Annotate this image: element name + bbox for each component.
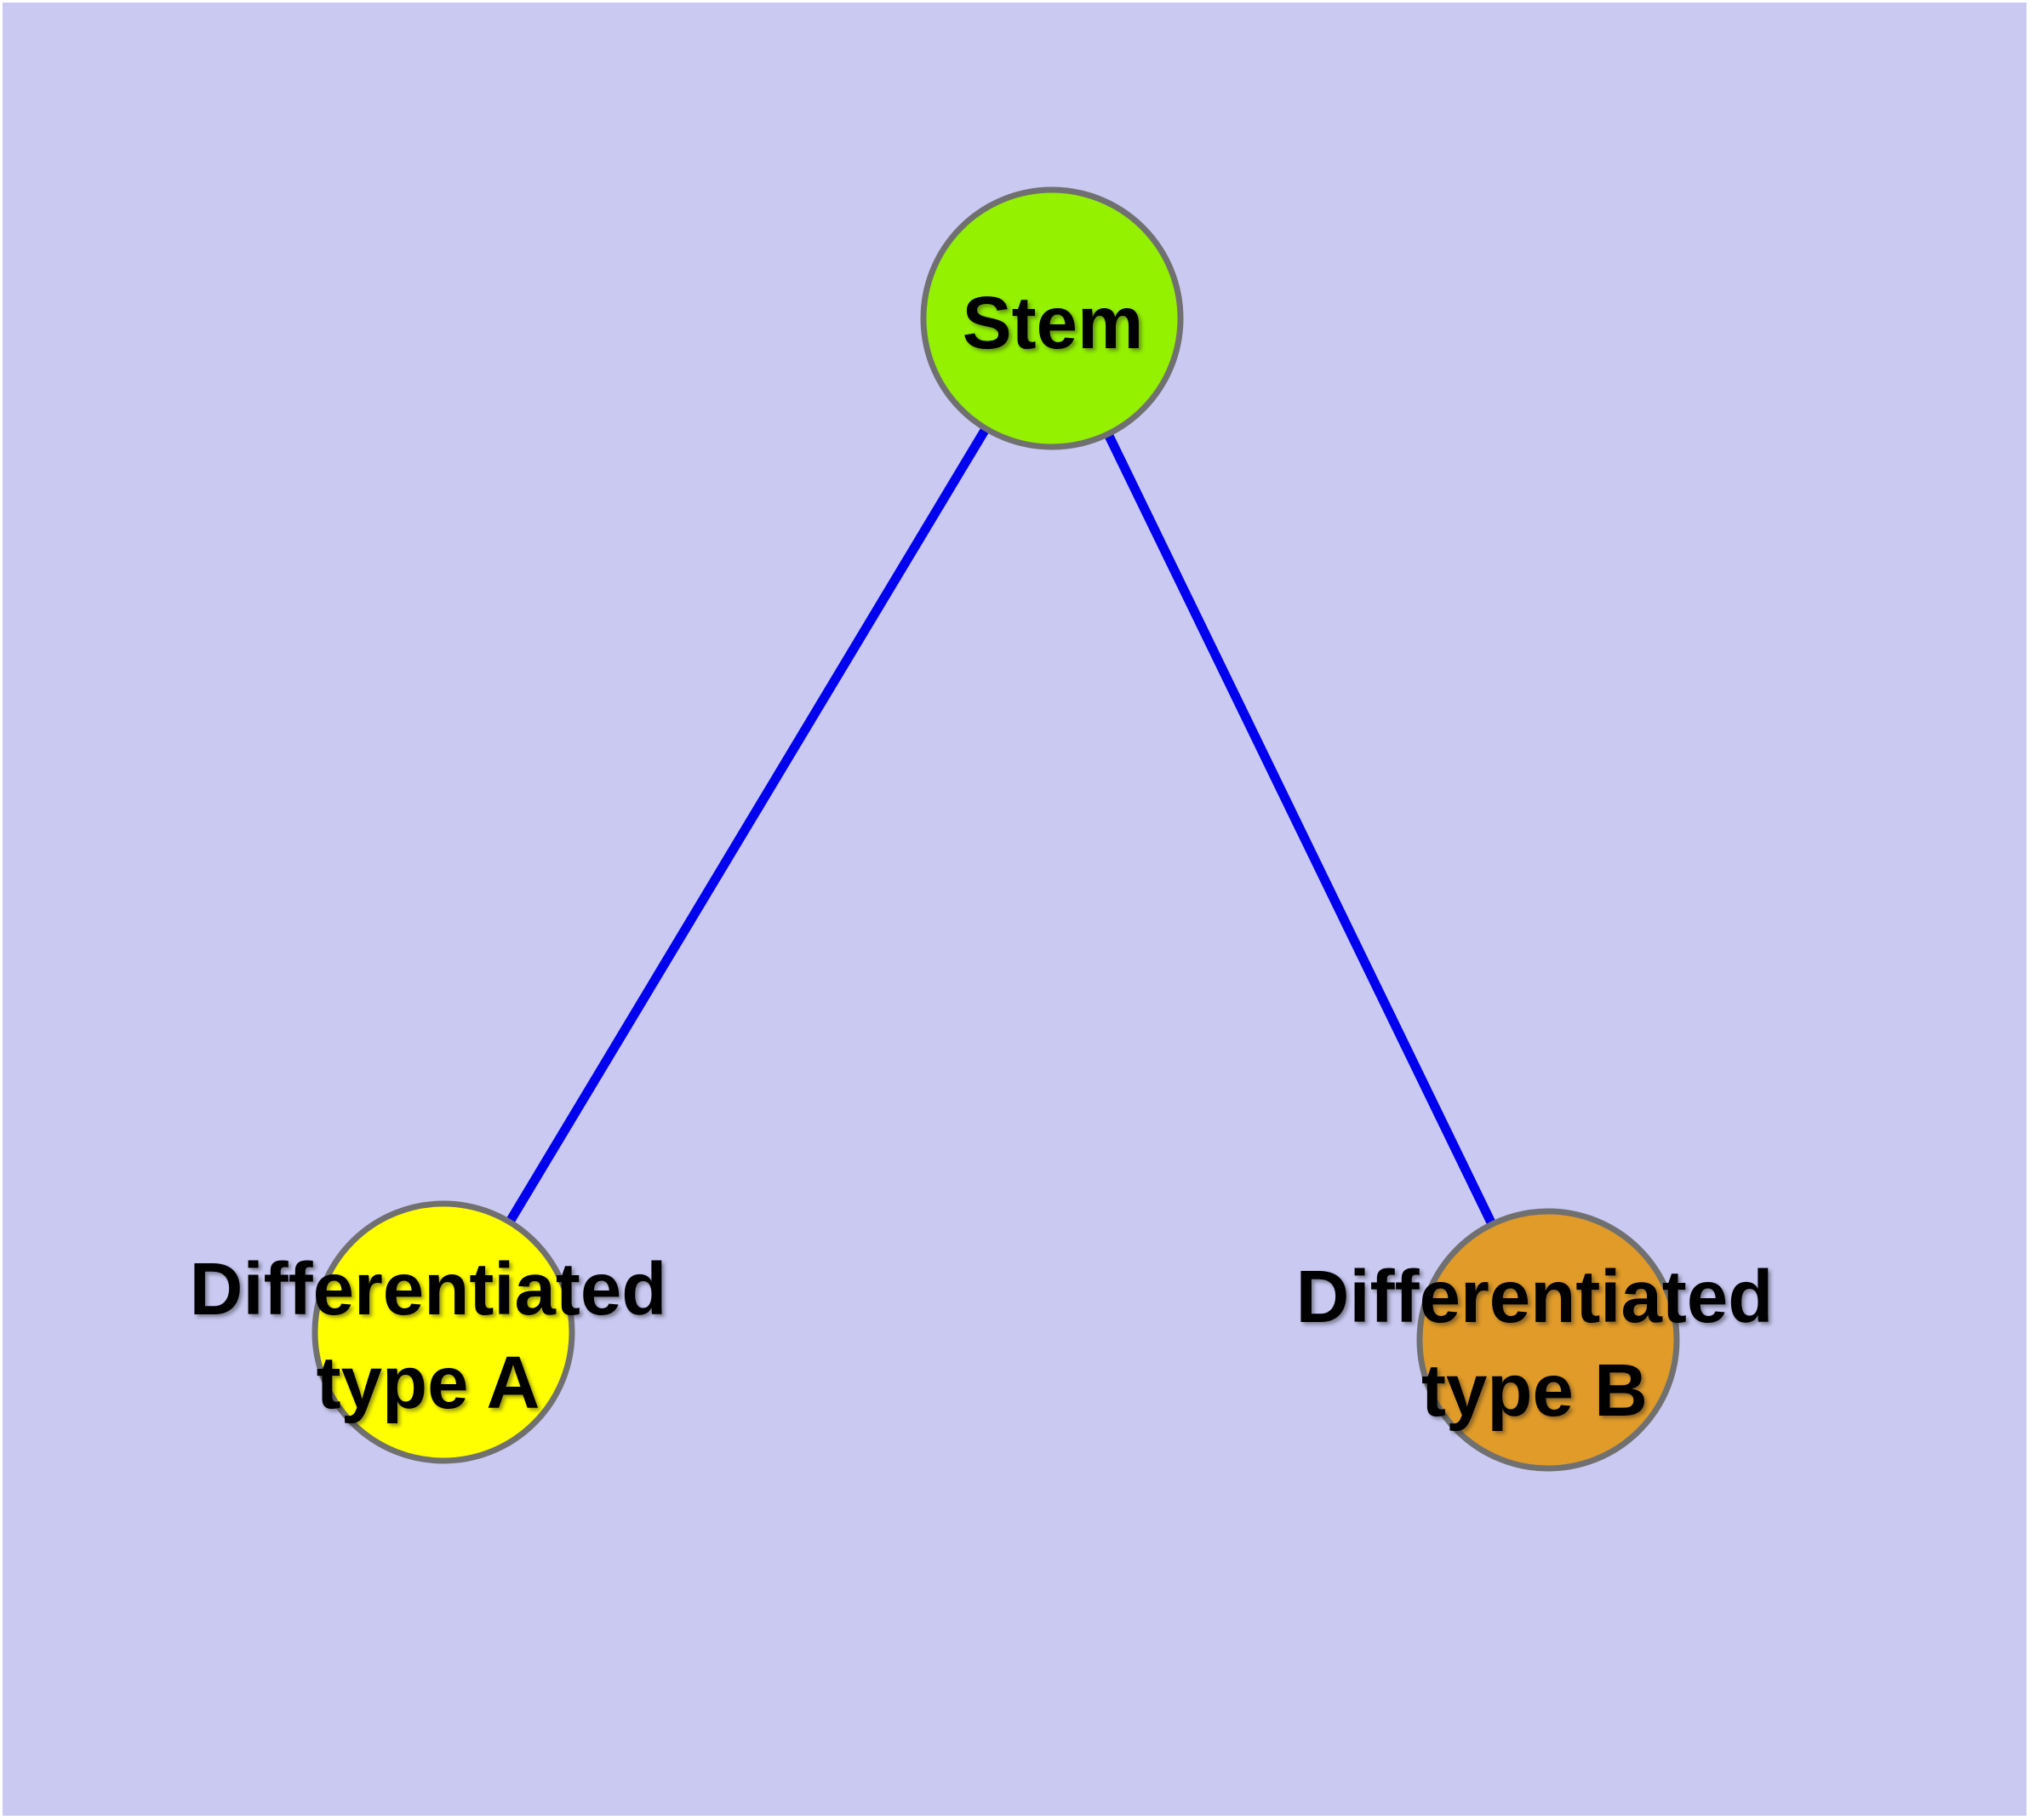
graph-svg xyxy=(311,186,1680,1472)
stem-cell-differentiation-diagram: Stem Differentiated type A Differentiate… xyxy=(3,3,2026,1816)
node-type-b-circle xyxy=(1416,1208,1680,1472)
node-stem-label-text: Stem xyxy=(962,282,1144,364)
node-type-b-label-line2: type B xyxy=(1421,1349,1648,1432)
node-stem-label: Stem xyxy=(963,277,1144,370)
node-stem-circle xyxy=(920,186,1184,450)
edge-stem-to-type-a xyxy=(439,316,1056,1335)
node-type-a-label-line1: Differentiated xyxy=(189,1248,667,1331)
node-type-b-label: Differentiated type B xyxy=(1296,1251,1774,1438)
node-type-a-label-line2: type A xyxy=(316,1342,540,1424)
node-type-a-circle xyxy=(311,1200,575,1464)
node-type-b-label-line1: Differentiated xyxy=(1295,1256,1774,1338)
edge-stem-to-type-b xyxy=(1048,316,1552,1342)
node-type-a-label: Differentiated type A xyxy=(190,1243,667,1430)
